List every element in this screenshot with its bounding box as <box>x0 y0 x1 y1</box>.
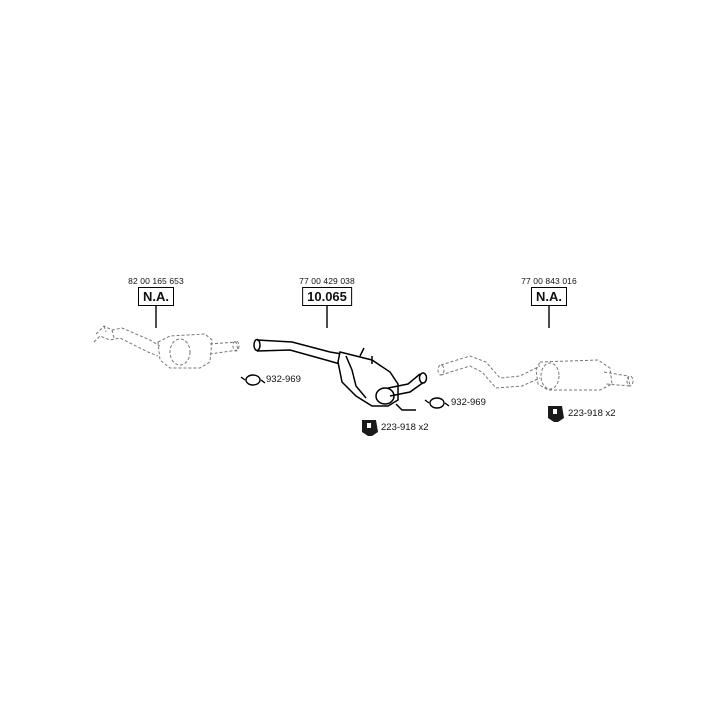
pipe-clamp-icon <box>240 374 266 386</box>
clamp-label-left: 932-969 <box>266 374 301 385</box>
hanger-label-right: 223-918 x2 <box>568 408 616 419</box>
hanger-label-center: 223-918 x2 <box>381 422 429 433</box>
clamp-label-right: 932-969 <box>451 397 486 408</box>
center-silencer-part <box>253 338 428 411</box>
oem-number-center: 77 00 429 038 <box>299 276 355 286</box>
rubber-hanger-icon <box>548 406 564 422</box>
pipe-clamp-icon <box>424 397 450 409</box>
oem-number-rear: 77 00 843 016 <box>521 276 577 286</box>
part-number-front[interactable]: N.A. <box>138 287 174 306</box>
rear-silencer-part <box>437 355 634 391</box>
rubber-hanger-icon <box>362 420 378 436</box>
front-catalyst-part <box>93 325 240 369</box>
part-number-center[interactable]: 10.065 <box>302 287 352 306</box>
part-number-rear[interactable]: N.A. <box>531 287 567 306</box>
oem-number-front: 82 00 165 653 <box>128 276 184 286</box>
